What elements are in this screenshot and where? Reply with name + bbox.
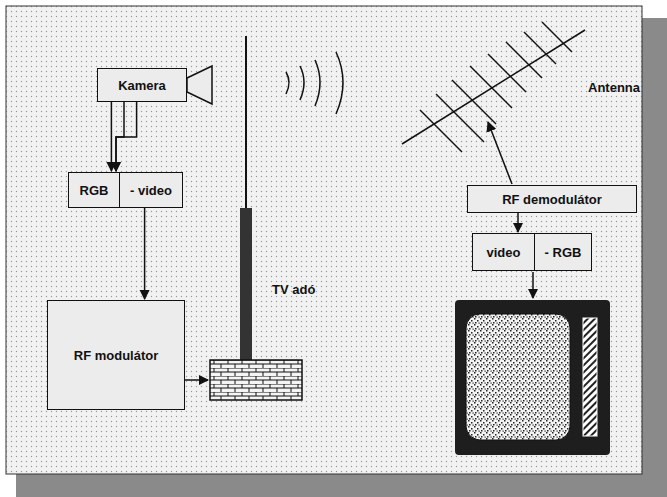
tv-feed-arrow [532,272,534,298]
demodulator-box: RF demodulátor [467,185,637,213]
signal-arrow [517,213,519,232]
tv-screen [466,314,570,440]
antenna-feed-arrow [488,122,512,184]
tower-mast [245,36,247,210]
signal-cell: video [472,233,535,271]
radio-waves [286,52,343,114]
camera-box: Kamera [97,68,187,102]
node-text: RGB [80,183,109,198]
node-text: - RGB [545,245,582,260]
tower-base [240,208,252,360]
modulator-box: RF modulátor [47,300,185,410]
antenna-label: Antenna [588,80,640,95]
signal-arrow [116,102,137,171]
node-text: video [487,245,521,260]
signal-cell: - RGB [534,233,592,271]
node-text: Kamera [118,78,166,93]
node-text: RF demodulátor [502,192,602,207]
transmitter-building [210,360,302,400]
signal-cell: - video [119,172,183,208]
yagi-antenna [402,22,585,152]
node-text: RF modulátor [74,348,159,363]
camera-lens [187,66,212,104]
transmitter-label: TV adó [272,282,315,297]
signal-arrow [111,102,113,171]
signal-arrow [144,208,146,299]
tv-speaker [583,318,597,436]
signal-cell: RGB [68,172,120,208]
panel [6,6,642,474]
node-text: - video [130,183,172,198]
tv-set [455,300,610,455]
feed-arrow [185,379,208,381]
